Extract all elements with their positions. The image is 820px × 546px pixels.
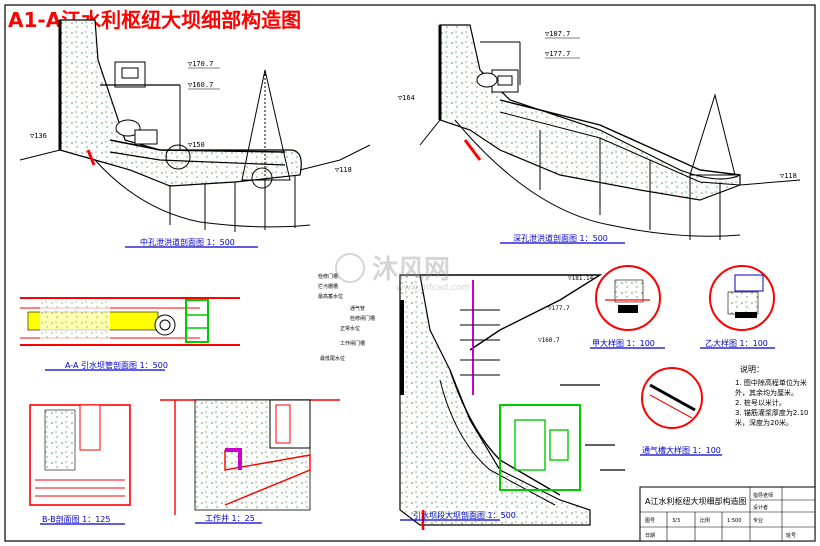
callout-label: 最高蓄水位 xyxy=(318,293,343,300)
view-caption: 甲大样图 1：100 xyxy=(592,338,655,348)
title-block-field: 比例 xyxy=(700,517,710,524)
callout-label: 检修闸门槽 xyxy=(350,315,375,322)
detail-vent: 通气槽大样图 1：100 xyxy=(640,367,722,456)
callout-label: 最低尾水位 xyxy=(320,355,345,362)
elevation-label: ▽177.7 xyxy=(548,305,570,312)
elevation-label: ▽160.7 xyxy=(188,81,213,89)
watermark-url: www.mfcad.com xyxy=(396,283,470,293)
title-block-field: 1:500 xyxy=(727,518,741,524)
view-caption: 深孔泄洪道剖面图 1：500 xyxy=(513,233,608,243)
notes: 说明： 1. 图中除高程单位为米外，其余均为厘米。 2. 桩号以米计。 3. 锚… xyxy=(735,364,809,427)
elevation-label: ▽187.7 xyxy=(545,30,570,38)
title-block-field: 设计者 xyxy=(753,504,768,511)
elevation-label: ▽177.7 xyxy=(545,50,570,58)
callout-label: 检修门槽 xyxy=(318,273,338,280)
elevation-label: ▽118 xyxy=(335,166,352,174)
note-item: 3. 锚筋灌浆厚度为2.10米，深度为20米。 xyxy=(735,409,809,427)
callout-label: 通气管 xyxy=(350,305,365,312)
title-block-field: 专业 xyxy=(753,517,763,524)
title-block-field: 图号 xyxy=(645,518,655,524)
notes-heading: 说明： xyxy=(740,364,764,374)
title-block-field: 指导老师 xyxy=(753,492,773,499)
work-well: 工作井 1：25 xyxy=(160,399,340,524)
note-item: 2. 桩号以米计。 xyxy=(735,399,786,407)
title-block-field: 班号 xyxy=(786,532,796,539)
diversion-section: 检修门槽 拦污栅槽 最高蓄水位 通气管 检修闸门槽 正常水位 工作闸门槽 最低尾… xyxy=(318,273,625,530)
elevation-label: ▽150 xyxy=(188,141,205,149)
detail-jia: 甲大样图 1：100 xyxy=(590,265,665,349)
view-caption: 通气槽大样图 1：100 xyxy=(642,445,721,455)
callout-label: 工作闸门槽 xyxy=(340,340,365,347)
title-block-field: 3/3 xyxy=(672,518,680,524)
view-caption: 中孔泄洪道剖面图 1：500 xyxy=(140,237,235,247)
view-caption: B-B剖面图 1：125 xyxy=(42,514,110,524)
view-caption: 乙大样图 1：100 xyxy=(705,338,768,348)
callout-label: 正常水位 xyxy=(340,325,360,332)
view-caption: A-A 引水坝管剖面图 1：500 xyxy=(65,360,168,370)
elevation-label: ▽160.7 xyxy=(538,337,560,344)
deep-outlet-section: ▽187.7 ▽177.7 ▽164 ▽118 深孔泄洪道剖面图 1：500 xyxy=(398,24,801,244)
view-caption: 工作井 1：25 xyxy=(205,513,255,523)
watermark: 沐风网 www.mfcad.com xyxy=(335,253,470,293)
elevation-label: ▽118 xyxy=(780,172,797,180)
view-caption: 引水坝段大坝剖面图 1：500 xyxy=(413,510,516,520)
title-block-name: A江水利枢纽大坝细部构造图 xyxy=(645,496,746,506)
callout-label: 拦污栅槽 xyxy=(318,283,338,290)
note-item: 1. 图中除高程单位为米外，其余均为厘米。 xyxy=(735,379,807,397)
watermark-brand: 沐风网 xyxy=(372,255,450,285)
elevation-label: ▽181.14 xyxy=(568,275,594,282)
elevation-label: ▽164 xyxy=(398,94,415,102)
detail-yi: 乙大样图 1：100 xyxy=(700,265,775,349)
b-b-section: B-B剖面图 1：125 xyxy=(29,404,131,525)
diversion-plan: A-A 引水坝管剖面图 1：500 xyxy=(20,297,240,371)
title-block: A江水利枢纽大坝细部构造图 指导老师 设计者 图号 3/3 比例 1:500 专… xyxy=(639,486,816,542)
title-block-field: 日期 xyxy=(645,533,655,539)
elevation-label: ▽170.7 xyxy=(188,60,213,68)
elevation-label: ▽136 xyxy=(30,132,47,140)
mid-outlet-section: ▽170.7 ▽160.7 ▽150 ▽136 ▽118 中孔泄洪道剖面图 1：… xyxy=(19,19,371,248)
sheet-title: A1-A江水利枢纽大坝细部构造图 xyxy=(8,8,301,32)
sheet-border xyxy=(4,4,816,542)
